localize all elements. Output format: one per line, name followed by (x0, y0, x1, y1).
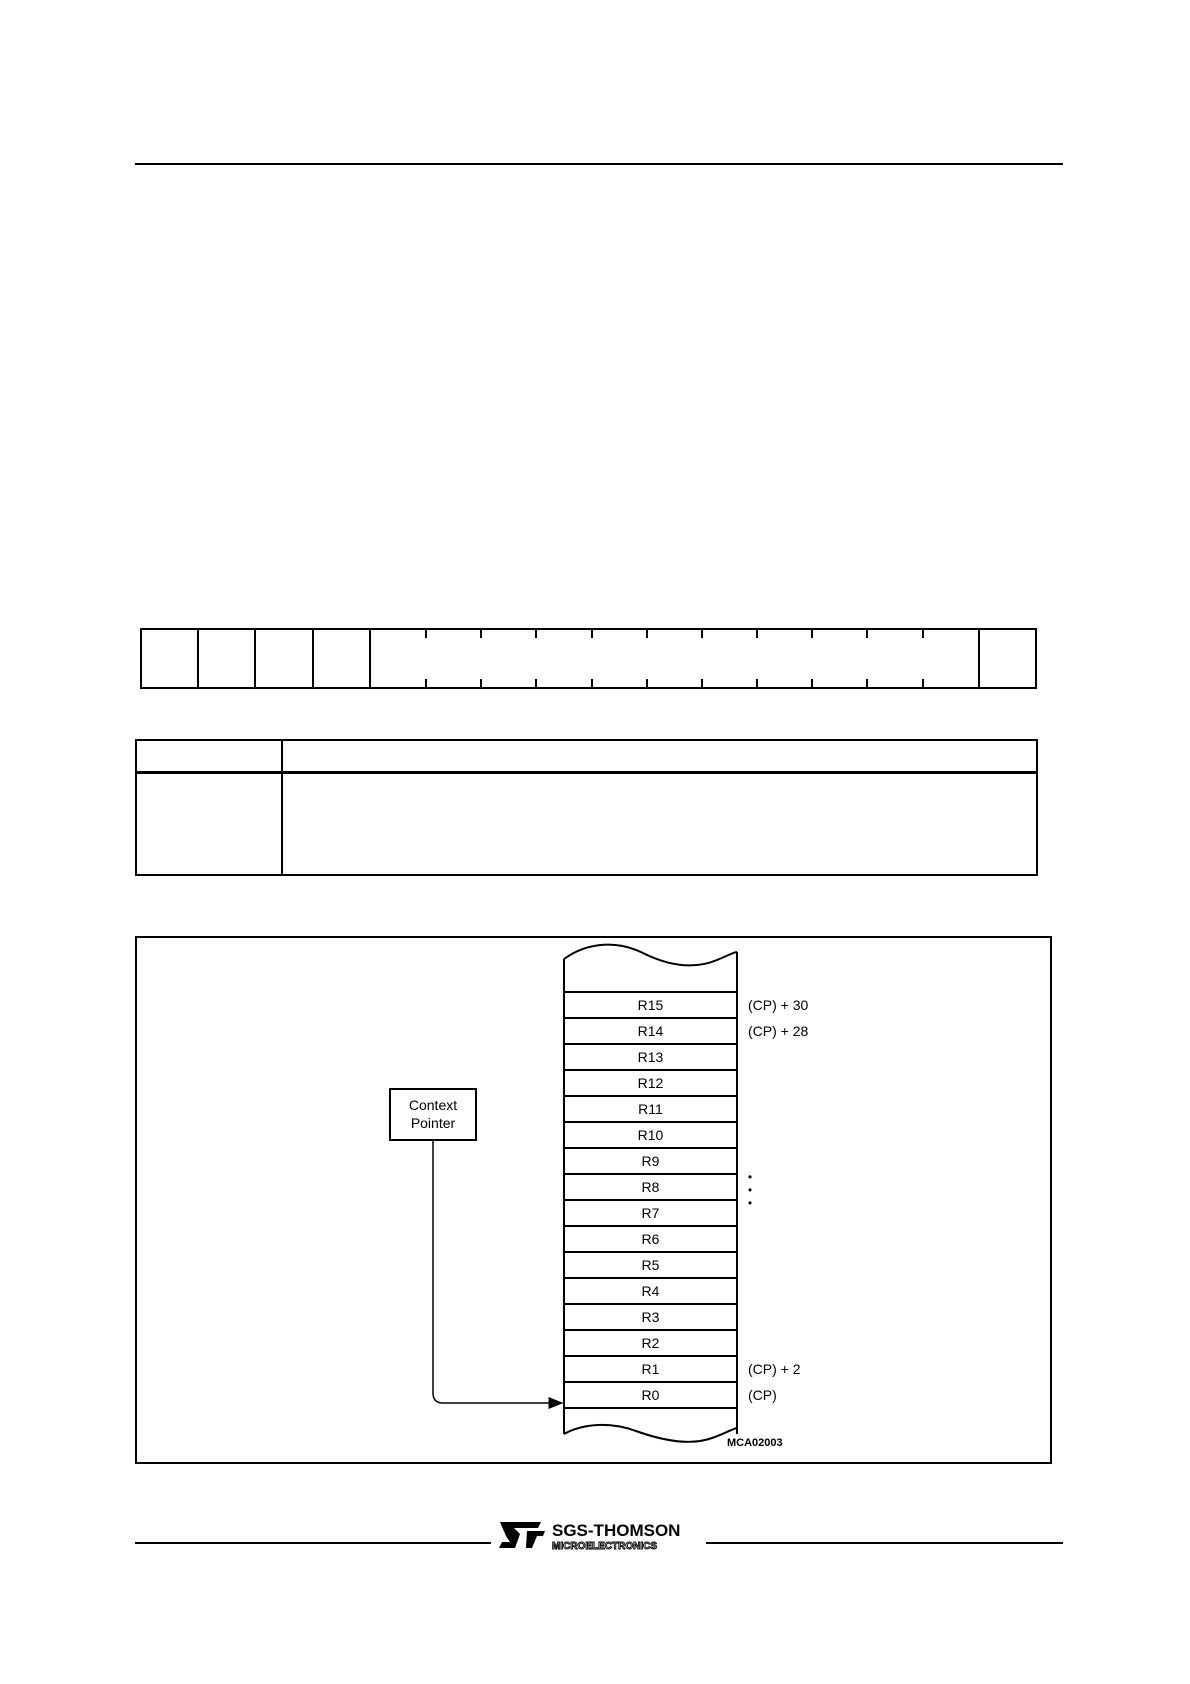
bit-cell (481, 630, 538, 687)
register-label: R5 (642, 1257, 660, 1273)
register-label: R9 (642, 1153, 660, 1169)
bit-cell (256, 630, 314, 687)
sgs-thomson-logo: SGS-THOMSON MICROELECTRONICS (499, 1521, 680, 1552)
context-pointer-label-line2: Pointer (411, 1115, 456, 1131)
register-label: R6 (642, 1231, 660, 1247)
bit-cell (314, 630, 371, 687)
bit-cell (647, 630, 704, 687)
brand-name: SGS-THOMSON (552, 1521, 680, 1540)
bit-register-diagram (140, 628, 1037, 689)
bit-cell (592, 630, 648, 687)
table-cell (135, 771, 283, 876)
table-cell (281, 771, 1038, 876)
brand-subname: MICROELECTRONICS (552, 1541, 657, 1552)
stack-top-wavy-edge (563, 943, 738, 967)
continuation-dot: • (748, 1196, 752, 1210)
register-label: R2 (642, 1335, 660, 1351)
register-label: R12 (638, 1075, 664, 1091)
register-label: R10 (638, 1127, 664, 1143)
register-label: R4 (642, 1283, 660, 1299)
st-logo-icon (499, 1522, 545, 1548)
figure-code: MCA02003 (727, 1437, 783, 1449)
register-label: R7 (642, 1205, 660, 1221)
register-label: R3 (642, 1309, 660, 1325)
bit-cell (426, 630, 483, 687)
header-rule (135, 163, 1063, 165)
bit-cell (142, 630, 200, 687)
footer-rule-right (706, 1542, 1063, 1544)
offset-label: (CP) (748, 1387, 777, 1403)
bit-cell (980, 630, 1035, 687)
context-pointer-arrow (432, 1140, 564, 1409)
offset-label: (CP) + 2 (748, 1361, 801, 1377)
continuation-dot: • (748, 1170, 752, 1184)
bit-cell (702, 630, 759, 687)
register-label: R0 (642, 1387, 660, 1403)
bit-cell (757, 630, 814, 687)
bit-description-table (135, 739, 1038, 876)
continuation-dots: • • • (748, 1170, 752, 1210)
table-header-row (135, 739, 1038, 774)
register-label: R11 (638, 1101, 663, 1117)
bit-cell (812, 630, 869, 687)
register-bank-diagram: R15 (CP) + 30 R14 (CP) + 28 R13R12R11R10R9R8… (389, 943, 809, 1449)
table-row (135, 771, 1038, 876)
register-label: R1 (642, 1361, 660, 1377)
bit-cell (867, 630, 924, 687)
register-label: R14 (638, 1023, 664, 1039)
table-header-cell (281, 739, 1038, 774)
bit-cell (923, 630, 980, 687)
bit-cell (371, 630, 428, 687)
offset-label: (CP) + 28 (748, 1023, 809, 1039)
table-header-cell (135, 739, 283, 774)
register-label: R13 (638, 1049, 664, 1065)
offset-label: (CP) + 30 (748, 997, 809, 1013)
context-pointer-label-line1: Context (409, 1097, 457, 1113)
stack-bottom-wavy-edge (563, 1423, 738, 1443)
bit-cell (199, 630, 257, 687)
register-label: R15 (638, 997, 664, 1013)
bit-cell (536, 630, 593, 687)
continuation-dot: • (748, 1183, 752, 1197)
footer-rule-left (135, 1542, 491, 1544)
register-label: R8 (642, 1179, 660, 1195)
